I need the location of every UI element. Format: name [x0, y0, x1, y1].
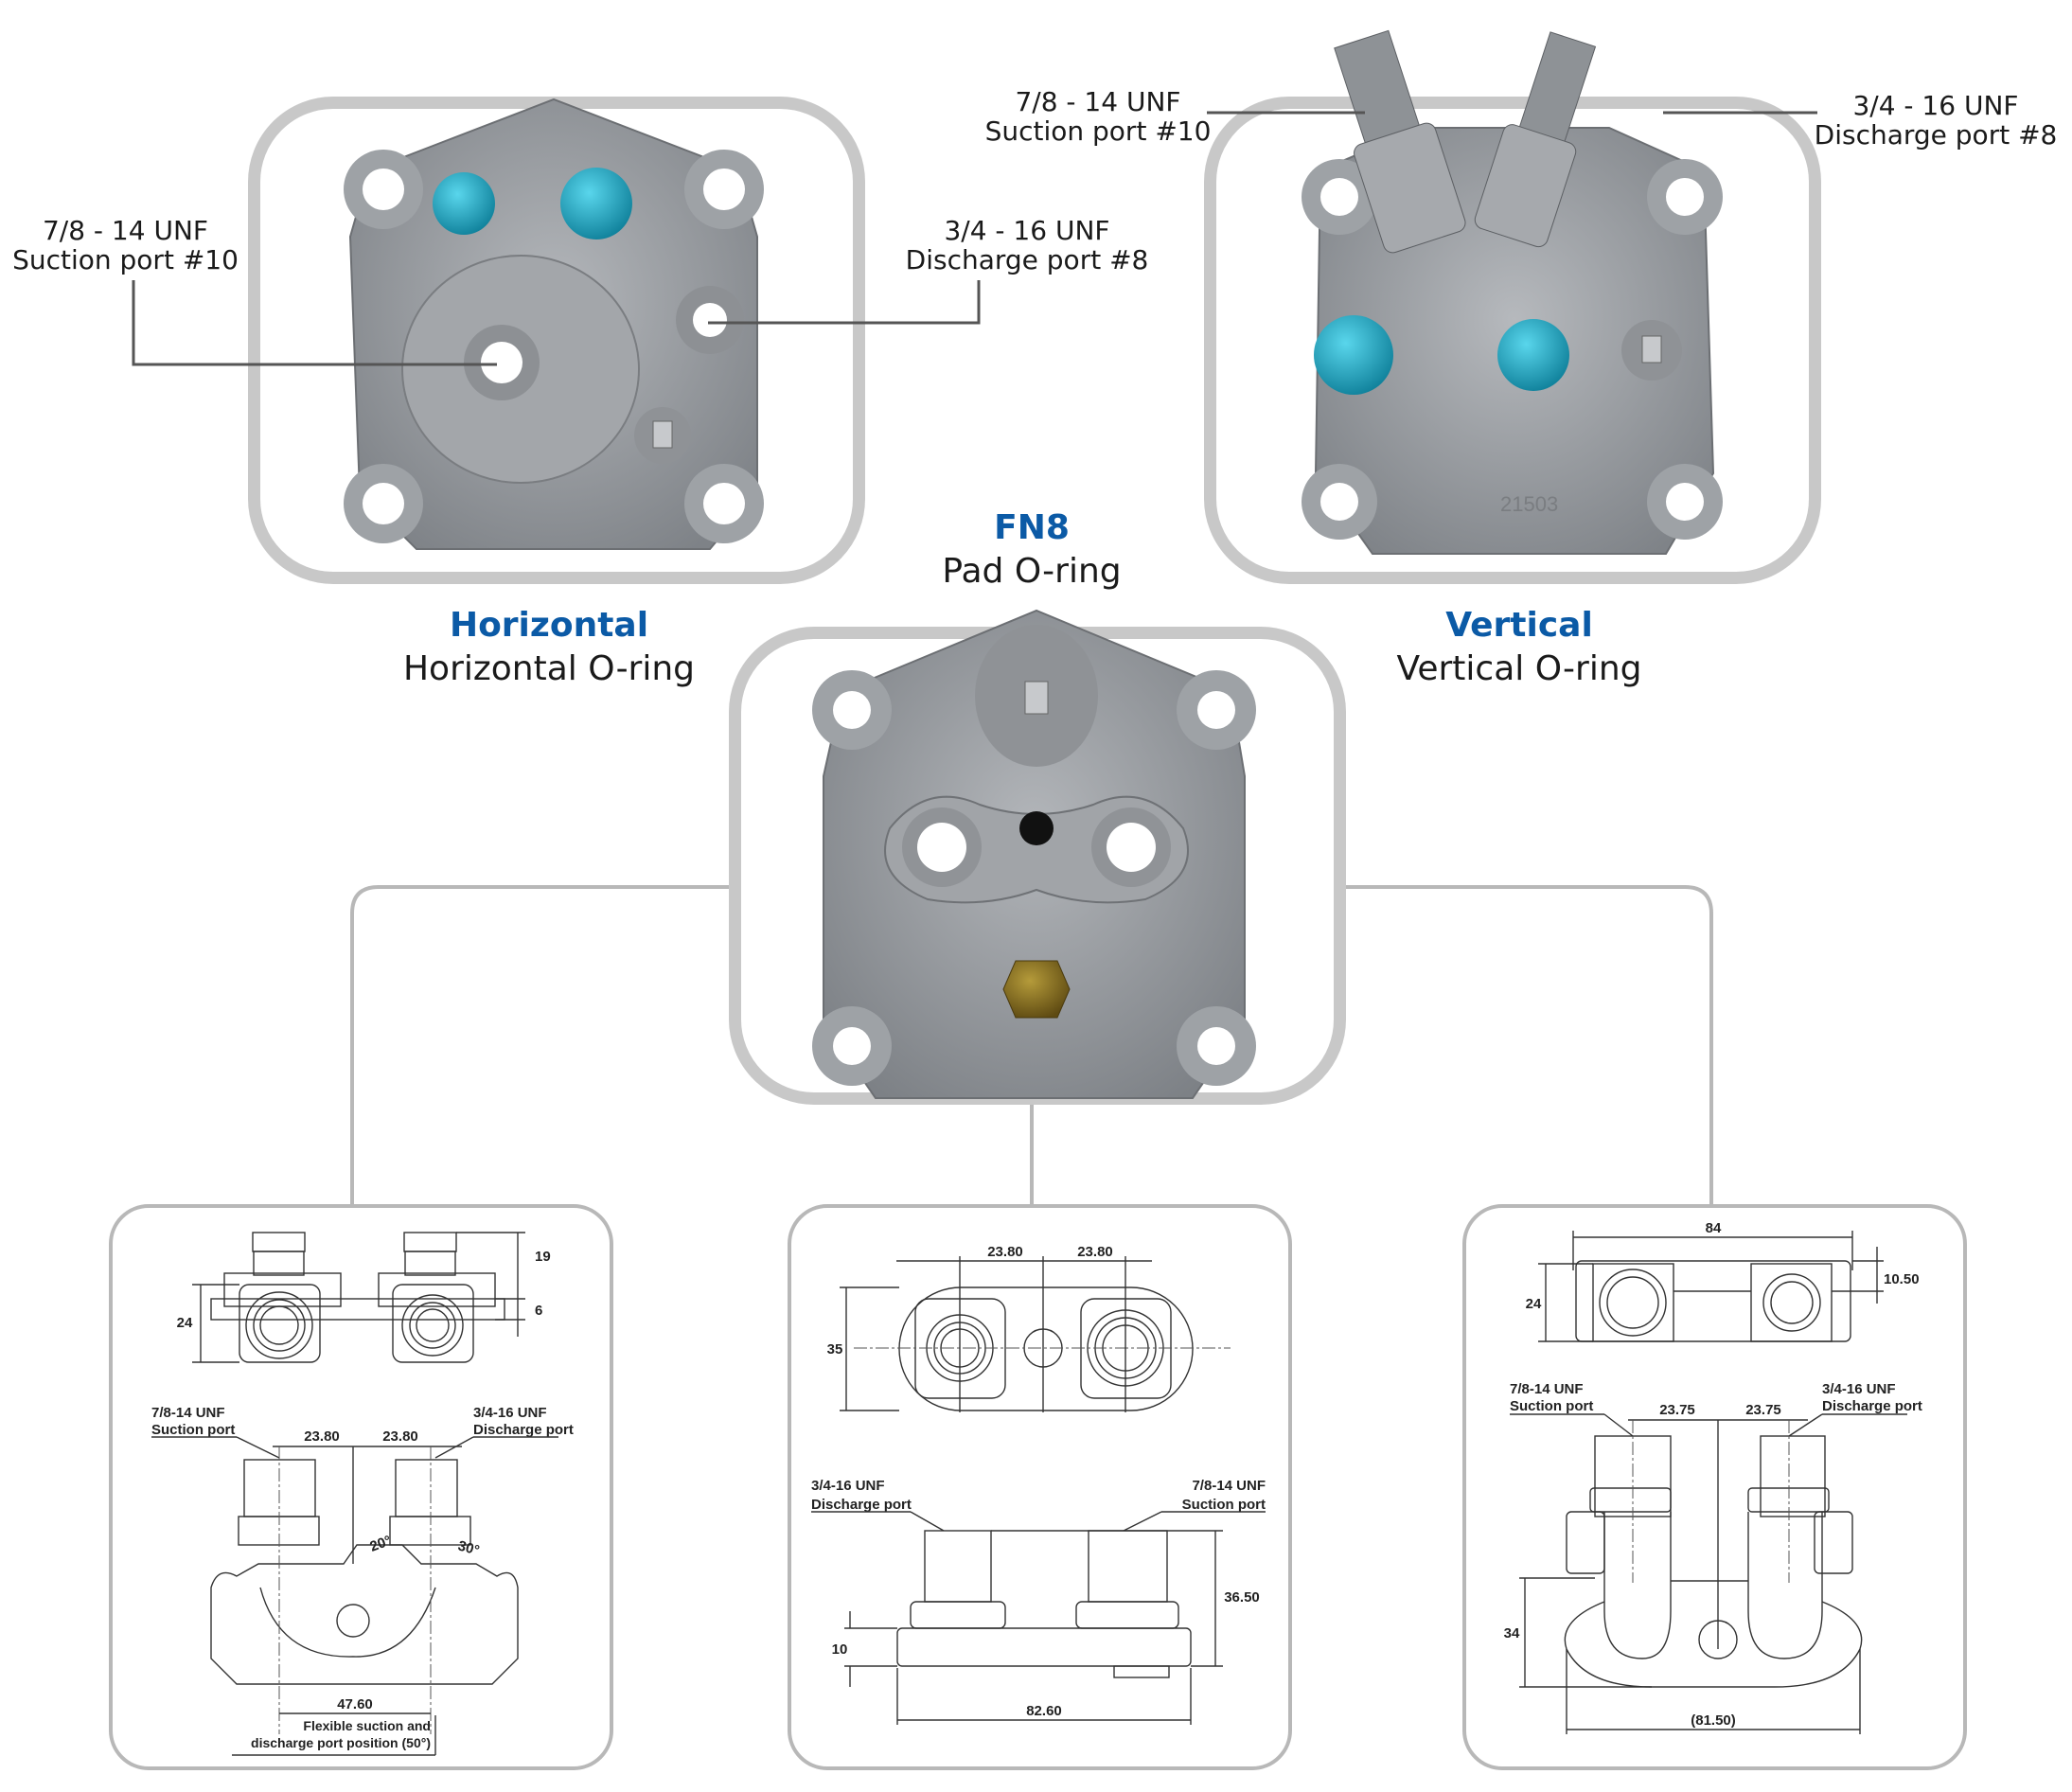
dim-total-height: 36.50: [1224, 1589, 1260, 1606]
horizontal-top-view: 24 19 6: [177, 1232, 551, 1363]
vertical-discharge-callout: 3/4 - 16 UNF Discharge port #8: [1808, 91, 2063, 150]
suction-fitting: [1334, 29, 1466, 254]
vertical-discharge-label: Discharge port #8: [1814, 119, 2058, 151]
vertical-drawing-panel: [1462, 1204, 1967, 1770]
vertical-subtitle: Vertical O-ring: [1396, 649, 1642, 688]
fn8-title: FN8: [994, 508, 1070, 547]
discharge-fitting: [1474, 31, 1597, 248]
dim-width-84: 84: [1706, 1220, 1722, 1236]
blue-cap-2: [1497, 319, 1569, 391]
flexible-note-line2: discharge port position (50°): [251, 1735, 431, 1750]
dim-base-width: (81.50): [1691, 1712, 1736, 1729]
vertical-title: Vertical: [1445, 606, 1593, 645]
blue-cap-1: [433, 172, 495, 235]
horizontal-head-image: [344, 98, 764, 550]
dim-right-spacing: 23.80: [1077, 1244, 1113, 1260]
horizontal-front-view: 7/8-14 UNF Suction port 3/4-16 UNF Disch…: [151, 1405, 574, 1756]
fn8-technical-drawing: 23.80 23.80 35 3/4-16 UNF Discharge port…: [811, 1244, 1266, 1725]
brass-plug: [1002, 960, 1071, 1019]
fn8-drawing-panel: [788, 1204, 1292, 1770]
discharge-spec: 3/4-16 UNF: [473, 1405, 547, 1421]
connector-right: [1344, 885, 1713, 1204]
fn8-front-view: 3/4-16 UNF Discharge port 7/8-14 UNF Suc…: [811, 1478, 1266, 1725]
vertical-top-view: 84 24 10.50: [1526, 1220, 1920, 1342]
discharge-label: Discharge port: [473, 1422, 574, 1438]
horizontal-title: Horizontal: [449, 606, 649, 645]
horizontal-suction-label: Suction port #10: [12, 244, 239, 275]
suction-spec: 7/8-14 UNF: [151, 1405, 225, 1421]
horizontal-suction-callout: 7/8 - 14 UNF Suction port #10: [0, 216, 251, 275]
vertical-front-view: 7/8-14 UNF Suction port 23.75 23.75 3/4-…: [1504, 1381, 1922, 1734]
connector-left: [350, 885, 729, 1204]
blue-cap-2: [560, 168, 632, 240]
blue-cap-1: [1314, 315, 1393, 395]
fn8-top-view: 23.80 23.80 35: [827, 1244, 1231, 1412]
dim-offset: 10.50: [1884, 1271, 1920, 1287]
discharge-label: Discharge port: [811, 1497, 912, 1513]
vertical-technical-drawing: 84 24 10.50 7/8-14 UNF Suction port 23.7…: [1504, 1220, 1922, 1734]
dim-height-35: 35: [827, 1341, 843, 1357]
dim-base-width: 47.60: [337, 1696, 373, 1712]
horizontal-suction-spec: 7/8 - 14 UNF: [42, 215, 209, 246]
vertical-suction-label: Suction port #10: [984, 115, 1212, 147]
suction-label: Suction port: [151, 1422, 235, 1438]
angle-right: 30°: [456, 1537, 481, 1558]
vertical-discharge-spec: 3/4 - 16 UNF: [1852, 90, 2019, 121]
dim-right-spacing: 23.75: [1745, 1402, 1781, 1418]
dim-left-spacing: 23.80: [987, 1244, 1023, 1260]
horizontal-subtitle: Horizontal O-ring: [402, 649, 696, 688]
dim-left-spacing: 23.80: [304, 1428, 340, 1445]
discharge-spec: 3/4-16 UNF: [811, 1478, 885, 1494]
discharge-label: Discharge port: [1822, 1398, 1922, 1414]
horizontal-discharge-label: Discharge port #8: [905, 244, 1149, 275]
dim-flange-6: 6: [535, 1303, 542, 1319]
vertical-suction-callout: 7/8 - 14 UNF Suction port #10: [984, 87, 1212, 146]
suction-label: Suction port: [1182, 1497, 1266, 1513]
fn8-subtitle: Pad O-ring: [942, 552, 1122, 591]
suction-spec: 7/8-14 UNF: [1192, 1478, 1266, 1494]
horizontal-discharge-callout: 3/4 - 16 UNF Discharge port #8: [866, 216, 1188, 275]
dim-base-width: 82.60: [1026, 1703, 1062, 1719]
horizontal-technical-drawing: 24 19 6 7/8-14 UNF Suction port 3/4-16 U…: [151, 1232, 574, 1756]
suction-spec: 7/8-14 UNF: [1510, 1381, 1584, 1397]
casting-mark: 21503: [1500, 492, 1558, 516]
vertical-head-image: 21503: [1302, 29, 1723, 555]
dim-port-height-19: 19: [535, 1249, 551, 1265]
dim-right-spacing: 23.80: [382, 1428, 418, 1445]
angle-left: 20°: [368, 1533, 394, 1555]
fn8-head-image: [812, 609, 1256, 1099]
vertical-suction-spec: 7/8 - 14 UNF: [1015, 86, 1181, 117]
horizontal-discharge-spec: 3/4 - 16 UNF: [944, 215, 1110, 246]
flexible-note-line1: Flexible suction and: [303, 1718, 431, 1733]
dim-height-24: 24: [177, 1315, 193, 1331]
dim-base-height: 10: [832, 1641, 848, 1658]
discharge-spec: 3/4-16 UNF: [1822, 1381, 1896, 1397]
dim-height-24: 24: [1526, 1296, 1542, 1312]
dim-left-spacing: 23.75: [1659, 1402, 1695, 1418]
dim-height-34: 34: [1504, 1625, 1520, 1641]
suction-label: Suction port: [1510, 1398, 1593, 1414]
